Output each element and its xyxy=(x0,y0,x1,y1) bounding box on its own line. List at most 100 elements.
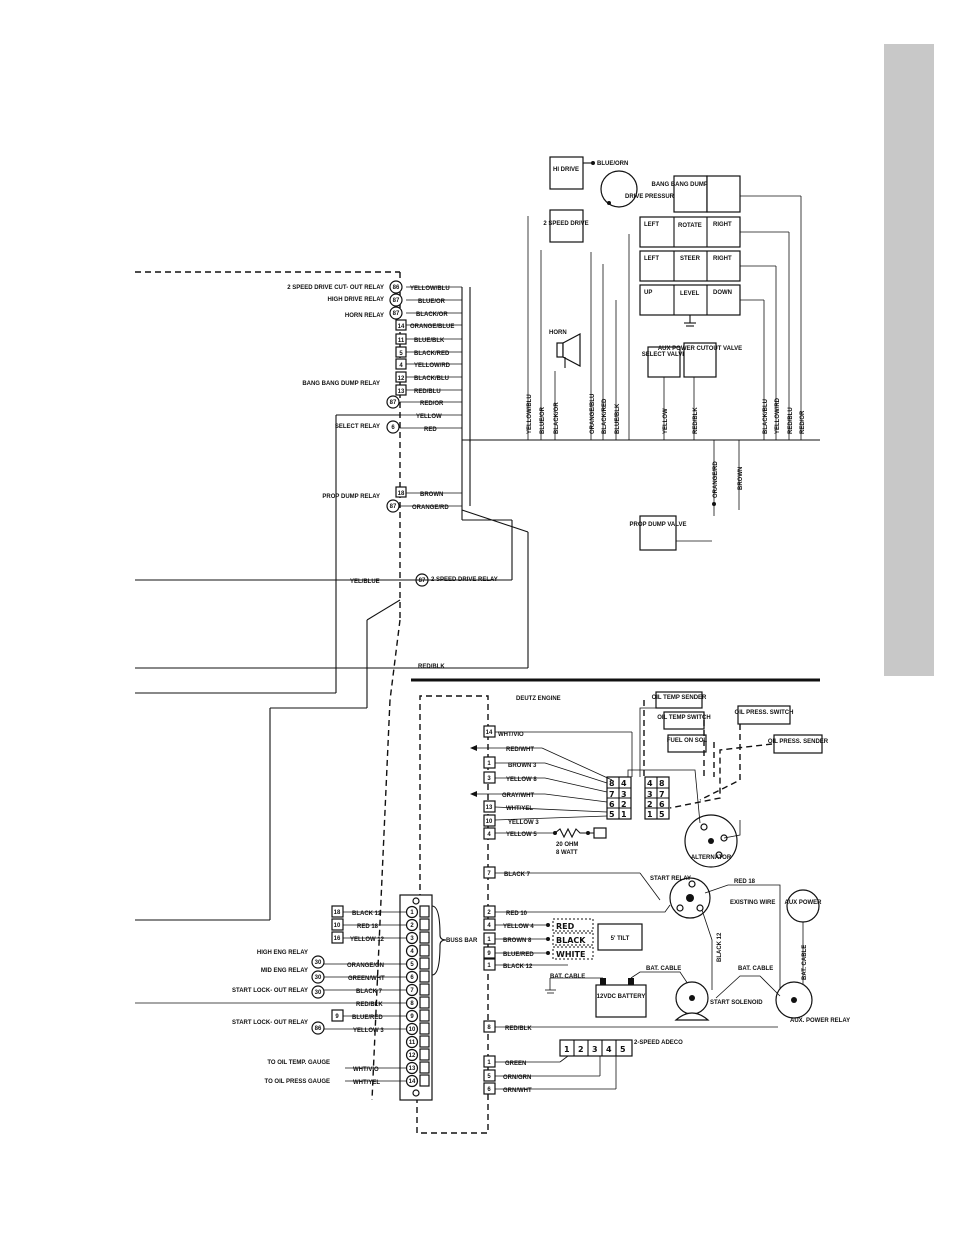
wire-label: YELLOW 5 xyxy=(506,832,537,838)
buss-pos: 11 xyxy=(409,1040,416,1046)
valve-block: LEFT ROTATE RIGHT LEFT STEER RIGHT UP LE… xyxy=(639,216,741,327)
pin: 4 xyxy=(621,779,627,788)
connector-a: 8 4 7 3 6 2 5 1 xyxy=(606,776,632,820)
adeco-cell: 4 xyxy=(606,1045,612,1054)
battery-label: 12VDC BATTERY xyxy=(597,994,646,1000)
box-label: UP xyxy=(644,290,652,296)
resistor-label: 8 WATT xyxy=(556,850,578,856)
terminal-number: 87 xyxy=(393,298,400,304)
adeco-cell: 3 xyxy=(592,1045,598,1054)
box-label: 2 SPEED DRIVE xyxy=(543,221,588,227)
terminal-number: 13 xyxy=(486,805,493,811)
wire-label: YELLOW 3 xyxy=(508,820,539,826)
terminal-number: 18 xyxy=(398,491,405,497)
buss-pos: 13 xyxy=(409,1066,416,1072)
wire-label: BLACK 7 xyxy=(356,989,383,995)
vertical-wires xyxy=(527,195,802,440)
page-tab xyxy=(884,44,934,676)
buss-wire-labels: BLACK 12 RED 18 YELLOW 12 ORANGE/GN GREE… xyxy=(347,911,385,1086)
wire-label: RED 18 xyxy=(357,924,379,930)
tilt-switch: RED BLACK WHITE 5' TILT xyxy=(552,918,643,960)
buss-pos: 9 xyxy=(410,1014,414,1020)
wire-label: BAT. CABLE xyxy=(802,945,808,980)
terminal-number: 9 xyxy=(487,951,491,957)
box-label: BANG BANG DUMP VALVE xyxy=(651,182,728,188)
terminal-number: 18 xyxy=(334,910,341,916)
wire-label: YELLOW/BLU xyxy=(527,394,533,434)
adeco: 1 2 3 4 5 2-SPEED ADECO xyxy=(559,1039,683,1057)
tilt-wire: BLACK xyxy=(556,936,586,945)
wire-label: RED/BLU xyxy=(788,407,794,434)
box-label: AUX POWER CUTOUT VALVE xyxy=(658,346,742,352)
wire-label: ORANGE/GN xyxy=(347,963,384,969)
alternator-label: ALTERNATOR xyxy=(691,855,732,861)
terminal-number: 10 xyxy=(486,819,493,825)
relay-label: SELECT RELAY xyxy=(335,424,380,430)
pin: 7 xyxy=(659,790,665,799)
sender-label: FUEL ON SOL xyxy=(667,738,708,744)
buss-pos: 5 xyxy=(410,962,414,968)
wire-label: BLUE/BLK xyxy=(414,338,445,344)
buss-pos: 8 xyxy=(410,1001,414,1007)
top-right-valves: HI DRIVE BLUE/ORN 2 SPEED DRIVE DRIVE PR… xyxy=(527,156,806,551)
buss-relays: 30 30 30 86 HIGH ENG RELAY MID ENG RELAY… xyxy=(232,950,330,1085)
wire-label: BLACK 12 xyxy=(503,964,533,970)
wire-label: GRAY/WHT xyxy=(502,793,534,799)
wire-label: ORANGE/RD xyxy=(412,505,449,511)
buss-pos: 4 xyxy=(410,949,414,955)
pin: 6 xyxy=(659,800,665,809)
terminal-number: 11 xyxy=(398,338,405,344)
alternator: ALTERNATOR xyxy=(627,769,741,868)
relay-label: TO OIL PRESS GAUGE xyxy=(265,1079,330,1085)
adeco-cell: 5 xyxy=(620,1045,626,1054)
wire-label: BLACK/BLU xyxy=(763,399,769,434)
vertical-wire-labels: YELLOW/BLU BLUE/OR BLACK/OR ORANGE/BLU B… xyxy=(527,394,806,434)
box-label: STEER xyxy=(680,256,701,262)
wire-label: RED/BLK xyxy=(418,664,445,670)
wire-label: YELLOW 3 xyxy=(353,1028,384,1034)
relay-label: BANG BANG DUMP RELAY xyxy=(302,381,380,387)
bat-cable-label: BAT. CABLE xyxy=(550,974,585,980)
wire-label: BROWN 8 xyxy=(503,938,532,944)
wire-labels: YELLOW/BLU BLUE/OR BLACK/OR ORANGE/BLUE … xyxy=(350,286,454,670)
bat-cable-label: BAT. CABLE xyxy=(646,966,681,972)
terminal-number: 10 xyxy=(334,923,341,929)
buss-wires xyxy=(135,911,406,1082)
existing-wire-label: EXISTING WIRE xyxy=(730,900,775,906)
connector-b: 4 8 3 7 2 6 1 5 xyxy=(644,776,670,820)
buss-pos: 12 xyxy=(409,1053,416,1059)
start-relay-label: START RELAY xyxy=(650,876,691,882)
terminal-number: 6 xyxy=(487,1087,491,1093)
relay-term: 30 xyxy=(315,975,322,981)
resistor-label: 20 OHM xyxy=(556,842,578,848)
wire-label: RED/BLU xyxy=(414,389,441,395)
wire-label: GREEN/WHT xyxy=(348,976,385,982)
box-label: PROP DUMP VALVE xyxy=(630,522,687,528)
sender-label: OIL TEMP SWITCH xyxy=(657,715,710,721)
relay-term: 30 xyxy=(315,990,322,996)
box-label: RIGHT xyxy=(713,222,732,228)
wire-label: BLACK 12 xyxy=(717,932,723,962)
wire-label: BLACK 12 xyxy=(352,911,382,917)
wire-label: ORN/GRN xyxy=(503,1075,531,1081)
drive-pressure-switch xyxy=(600,170,638,208)
box-label: HORN xyxy=(549,330,567,336)
pin: 4 xyxy=(647,779,653,788)
wire-label: YELLOW/RD xyxy=(775,397,781,434)
adeco-cell: 2 xyxy=(578,1045,584,1054)
wire-label: YELLOW 4 xyxy=(503,924,534,930)
pin: 8 xyxy=(659,779,665,788)
prop-dump: ORANGE/RD BROWN PROP DUMP VALVE xyxy=(630,440,744,551)
pin: 3 xyxy=(647,790,653,799)
wire-label: ORANGE/BLU xyxy=(590,394,596,434)
wire-label: BLUE/BLK xyxy=(615,403,621,434)
relay-label: HORN RELAY xyxy=(345,313,384,319)
wire-label: BLUE/RED xyxy=(503,952,534,958)
terminal-number: 86 xyxy=(393,285,400,291)
pin: 8 xyxy=(609,779,615,788)
sender-label: OIL TEMP SENDER xyxy=(652,695,707,701)
terminal-number: 6 xyxy=(391,425,395,431)
relay-label: START LOCK- OUT RELAY xyxy=(232,1020,308,1026)
relay-term: 86 xyxy=(315,1026,322,1032)
wire-label: GREEN xyxy=(505,1061,526,1067)
